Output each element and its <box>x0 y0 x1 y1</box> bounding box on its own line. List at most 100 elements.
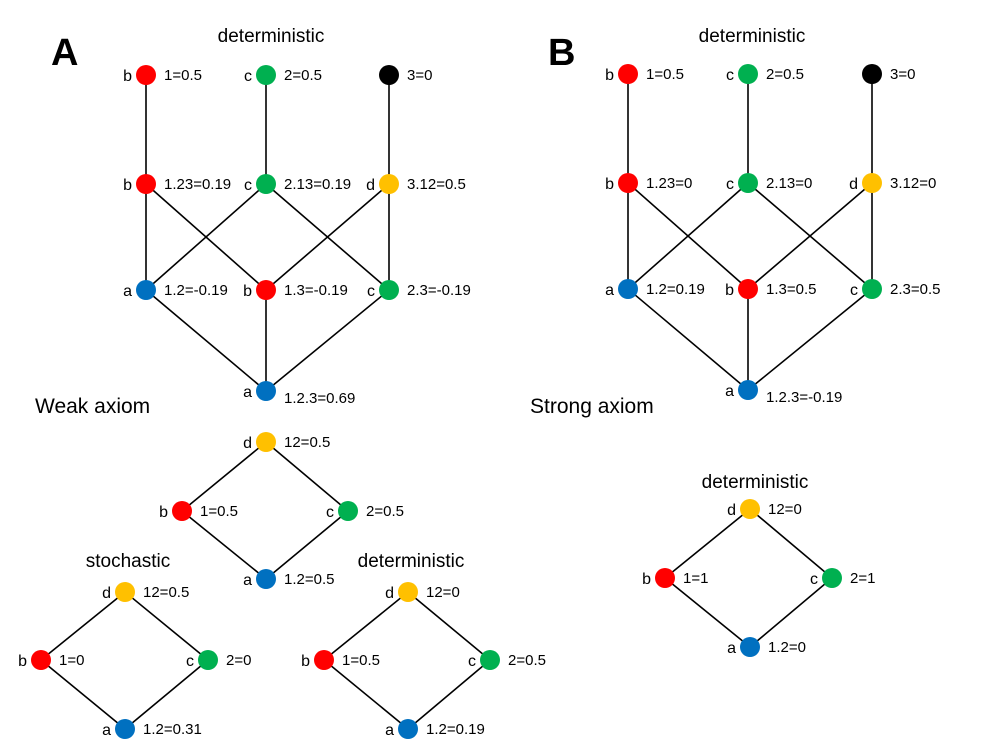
lattice-edge <box>265 510 349 580</box>
lattice-edge <box>664 577 751 648</box>
lattice-edge <box>323 591 409 661</box>
lattice-title: deterministic <box>218 26 325 47</box>
node-letter: b <box>123 68 132 85</box>
node-value: 12=0.5 <box>284 434 330 451</box>
node-black <box>379 65 399 85</box>
node-red <box>136 174 156 194</box>
node-value: 2.3=0.5 <box>890 281 940 298</box>
node-letter: c <box>810 571 818 588</box>
node-letter: a <box>605 282 614 299</box>
node-value: 1.3=-0.19 <box>284 282 348 299</box>
node-value: 1.2=0.31 <box>143 721 202 738</box>
node-letter: b <box>605 176 614 193</box>
node-letter: c <box>726 67 734 84</box>
node-orange <box>379 174 399 194</box>
lattice-edge <box>40 591 126 661</box>
lattice-edge <box>747 182 873 290</box>
node-blue <box>738 380 758 400</box>
node-value: 1.2=0.19 <box>426 721 485 738</box>
node-value: 2=0.5 <box>766 66 804 83</box>
lattice-title: stochastic <box>86 551 170 572</box>
lattice-edge <box>40 659 126 730</box>
node-green <box>862 279 882 299</box>
node-value: 2.13=0.19 <box>284 176 351 193</box>
node-red <box>618 173 638 193</box>
node-value: 2=0 <box>226 652 251 669</box>
node-letter: b <box>123 177 132 194</box>
node-green <box>256 65 276 85</box>
node-orange <box>115 582 135 602</box>
node-letter: a <box>385 722 394 739</box>
node-letter: c <box>468 653 476 670</box>
node-value: 1.23=0 <box>646 175 692 192</box>
lattice-title: deterministic <box>702 472 809 493</box>
node-letter: d <box>102 585 111 602</box>
node-value: 1.2.3=-0.19 <box>766 389 842 406</box>
panel-label-a: A <box>51 32 78 74</box>
lattice-edge <box>265 183 390 291</box>
node-red <box>31 650 51 670</box>
node-letter: b <box>243 283 252 300</box>
node-value: 1.2=0 <box>768 639 806 656</box>
lattice-edge <box>627 182 749 290</box>
node-green <box>738 64 758 84</box>
node-letter: d <box>727 502 736 519</box>
lattice-edge <box>145 289 267 392</box>
node-green <box>480 650 500 670</box>
node-value: 2.3=-0.19 <box>407 282 471 299</box>
node-letter: a <box>123 283 132 300</box>
node-value: 1.2.3=0.69 <box>284 390 355 407</box>
node-orange <box>256 432 276 452</box>
node-letter: c <box>850 282 858 299</box>
node-value: 1.23=0.19 <box>164 176 231 193</box>
node-letter: a <box>102 722 111 739</box>
node-letter: a <box>243 572 252 589</box>
node-blue <box>740 637 760 657</box>
node-letter: a <box>725 383 734 400</box>
node-value: 3=0 <box>407 67 432 84</box>
node-green <box>738 173 758 193</box>
lattice-edge <box>407 659 491 730</box>
node-black <box>862 64 882 84</box>
lattice-title: deterministic <box>358 551 465 572</box>
node-value: 1=0.5 <box>342 652 380 669</box>
node-orange <box>862 173 882 193</box>
strong-axiom-caption: Strong axiom <box>530 395 654 418</box>
node-green <box>379 280 399 300</box>
lattice-title: deterministic <box>699 26 806 47</box>
node-letter: d <box>385 585 394 602</box>
lattice-edge <box>265 289 390 392</box>
node-value: 1.2=0.5 <box>284 571 334 588</box>
node-value: 1.3=0.5 <box>766 281 816 298</box>
node-red <box>314 650 334 670</box>
node-red <box>618 64 638 84</box>
node-value: 1=0 <box>59 652 84 669</box>
lattice-edge <box>407 591 491 661</box>
lattice-edge <box>627 288 749 391</box>
node-letter: c <box>326 504 334 521</box>
node-red <box>256 280 276 300</box>
node-letter: d <box>243 435 252 452</box>
lattice-edge <box>181 510 267 580</box>
node-letter: c <box>244 177 252 194</box>
node-blue <box>256 381 276 401</box>
node-value: 1=0.5 <box>200 503 238 520</box>
lattice-edge <box>664 508 751 579</box>
node-letter: c <box>367 283 375 300</box>
node-letter: c <box>186 653 194 670</box>
lattice-edge <box>749 577 833 648</box>
node-letter: b <box>605 67 614 84</box>
node-value: 12=0.5 <box>143 584 189 601</box>
lattice-edge <box>749 508 833 579</box>
lattice-edge <box>145 183 267 291</box>
node-letter: c <box>244 68 252 85</box>
node-red <box>172 501 192 521</box>
panel-label-b: B <box>548 32 575 74</box>
node-red <box>136 65 156 85</box>
node-value: 12=0 <box>768 501 802 518</box>
lattice-edge <box>124 659 209 730</box>
